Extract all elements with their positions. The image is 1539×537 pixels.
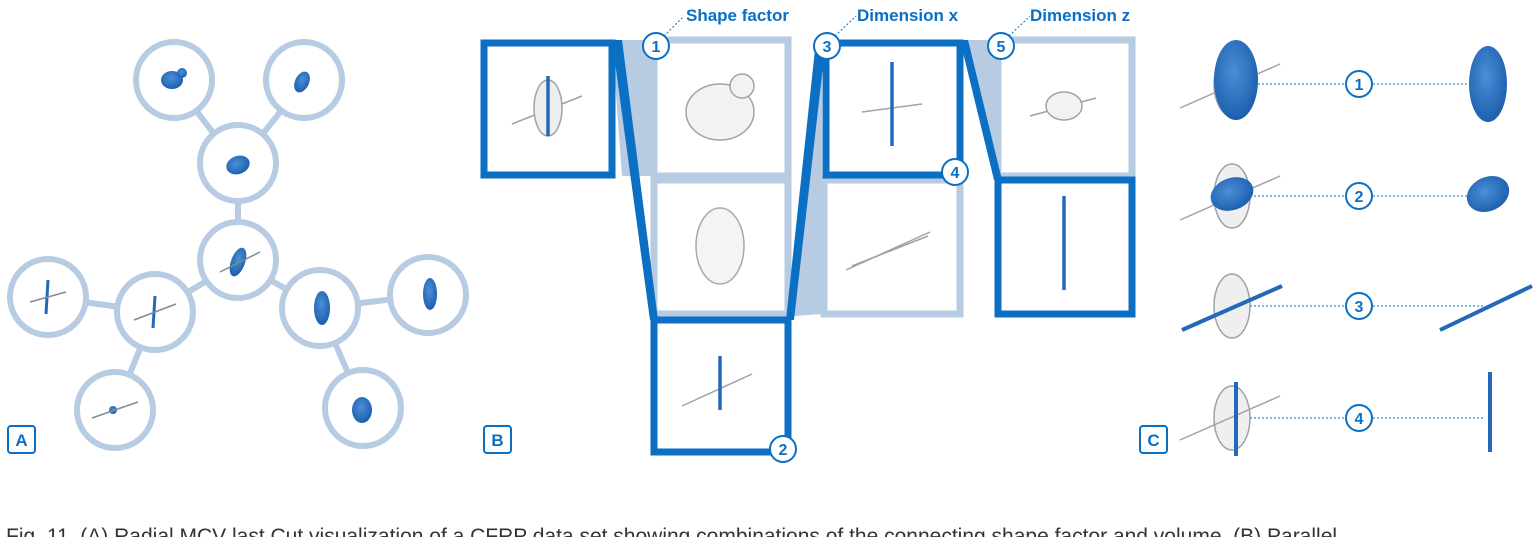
blob-icon <box>314 291 330 325</box>
blob-icon <box>1466 176 1510 212</box>
panel-b: 1 2 3 4 5 Shape factor Dimension x Dimen… <box>480 6 1136 463</box>
panel-label-a: A <box>15 431 27 450</box>
badge-number: 5 <box>997 39 1006 56</box>
panel-c: 1 2 3 4 C <box>1139 40 1533 456</box>
badge-number: 1 <box>652 39 661 56</box>
figure-caption: Fig. 11. (A) Radial MCV last Cut visuali… <box>6 526 1536 537</box>
blob-icon <box>352 397 372 423</box>
badge-number: 2 <box>1355 189 1364 206</box>
badge-number: 4 <box>1355 411 1364 428</box>
badge-number: 1 <box>1355 77 1364 94</box>
badge-number: 4 <box>951 165 960 182</box>
badge-number: 3 <box>1355 299 1364 316</box>
badge-number: 2 <box>779 442 788 459</box>
blob-icon <box>1469 46 1507 122</box>
blob-icon <box>423 278 437 310</box>
panel-label-b: B <box>491 431 503 450</box>
blob-icon <box>1214 40 1258 120</box>
blob-icon <box>294 71 310 93</box>
header-dimension-x: Dimension x <box>857 6 959 25</box>
badge-number: 3 <box>823 39 832 56</box>
blob-icon <box>161 71 183 89</box>
panel-a: A <box>7 39 469 454</box>
blob-icon <box>226 155 250 175</box>
figure-canvas: A <box>7 6 1533 463</box>
blob-icon <box>1210 177 1254 211</box>
panel-label-c: C <box>1147 431 1159 450</box>
header-shape-factor: Shape factor <box>686 6 789 25</box>
blob-icon <box>229 247 247 277</box>
header-dimension-z: Dimension z <box>1030 6 1130 25</box>
